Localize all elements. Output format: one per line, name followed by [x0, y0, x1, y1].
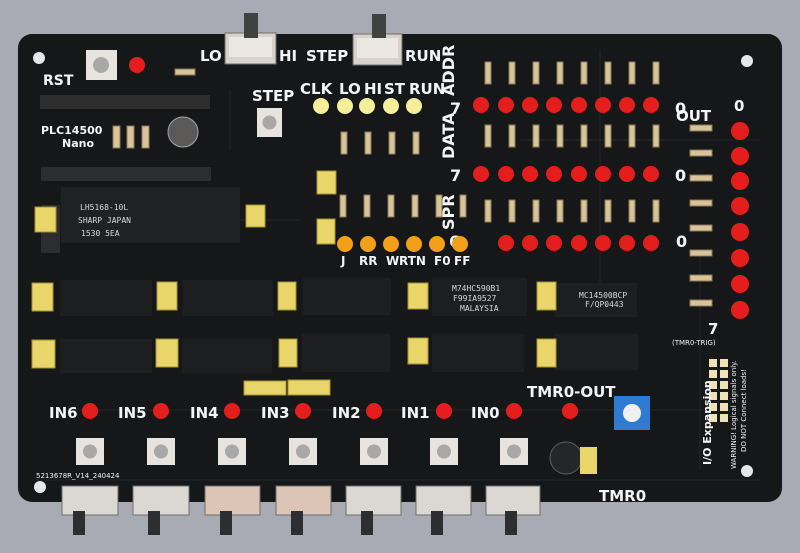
flag-label: RTN [399, 254, 426, 268]
flag-label: J [340, 254, 345, 268]
addr-leds [473, 97, 659, 113]
timer-yellow-cap [580, 447, 597, 474]
status-leds [313, 98, 422, 114]
flag-label: RR [359, 254, 377, 268]
status-label: HI [364, 80, 382, 98]
resistor-rows [112, 61, 713, 307]
flag-labels: J RR W RTN F0 FF [340, 254, 470, 268]
spr-label: SPR [439, 194, 458, 230]
sram-chip-line: SHARP JAPAN [78, 216, 131, 225]
logic-chips [60, 278, 638, 374]
mount-holes [33, 52, 753, 493]
trim-potentiometer[interactable] [614, 396, 650, 430]
switch-run-label: RUN [405, 47, 441, 65]
io-expansion-label: I/O Expansion [701, 380, 714, 465]
tmro-out-label: TMR0-OUT [527, 383, 616, 401]
input-label: IN3 [261, 404, 290, 422]
reset-label: RST [43, 73, 74, 89]
input-label: IN1 [401, 404, 430, 422]
input-label: IN4 [190, 404, 219, 422]
spr-leds [498, 235, 659, 251]
input-label: IN6 [49, 404, 78, 422]
mux-chip-line: MALAYSIA [460, 304, 499, 313]
spr-lsb-label: 0 [676, 232, 687, 251]
sram-chip-line: 1530 5EA [81, 229, 120, 238]
input-leds [82, 403, 522, 419]
flag-label: F0 [434, 254, 451, 268]
yellow-capacitors [31, 170, 557, 396]
addr-msb-label: 7 [450, 99, 461, 118]
mux-chip-line: F99IA9527 [453, 294, 497, 303]
serial-label: 5213678R_V14_240424 [36, 472, 120, 480]
step-button[interactable] [257, 108, 282, 137]
addr-lsb-label: 0 [675, 99, 686, 118]
step-button-label: STEP [252, 87, 294, 105]
status-label: LO [339, 80, 361, 98]
mux-chip-line: M74HC590B1 [452, 284, 500, 293]
out-label: OUT [676, 107, 712, 125]
tmro-led [562, 403, 578, 419]
expansion-header [709, 359, 728, 422]
switch-lo-label: LO [200, 47, 222, 65]
data-label: DATA [439, 112, 458, 159]
run-mode-switch[interactable] [352, 14, 403, 66]
status-label: RUN [409, 80, 445, 98]
tmro-trig-label: (TMR0-TRIG) [672, 339, 716, 347]
mc-chip-line: F/QP0443 [585, 300, 624, 309]
input-label: IN2 [332, 404, 361, 422]
sram-chip-line: LH5168-10L [80, 203, 128, 212]
board-name-line2: Nano [62, 137, 94, 150]
flag-leds [337, 236, 468, 252]
input-label: IN0 [471, 404, 500, 422]
switch-step-label: STEP [306, 47, 348, 65]
timer-capacitor [549, 441, 583, 475]
status-labels: CLK LO HI ST RUN [300, 80, 445, 98]
out-last-label: 7 [708, 320, 718, 338]
input-labels: IN6 IN5 IN4 IN3 IN2 IN1 IN0 [49, 404, 500, 422]
input-pushbuttons[interactable] [76, 438, 528, 465]
data-leds [473, 166, 659, 182]
tmro-label: TMR0 [599, 487, 646, 505]
input-switches[interactable] [61, 485, 541, 535]
sram-chip: LH5168-10L SHARP JAPAN 1530 5EA [61, 187, 240, 243]
warning-line-2: DO NOT Connect loads! [740, 369, 748, 452]
flag-label: W [386, 254, 399, 268]
data-lsb-label: 0 [675, 166, 686, 185]
status-label: ST [384, 80, 406, 98]
mc-chip-line: MC14500BCP [579, 291, 627, 300]
board-name-line1: PLC14500 [41, 124, 103, 137]
out-first-label: 0 [734, 97, 744, 115]
flag-label: FF [454, 254, 470, 268]
pcb-board [18, 34, 782, 502]
warning-line-1: WARNING! Logical signals only. [730, 360, 738, 469]
reset-button[interactable] [86, 50, 117, 80]
addr-label: ADDR [439, 45, 458, 96]
status-label: CLK [300, 80, 334, 98]
out-leds [731, 122, 749, 319]
switch-hi-label: HI [279, 47, 297, 65]
data-msb-label: 7 [450, 166, 461, 185]
electrolytic-capacitor [167, 116, 199, 148]
clock-speed-switch[interactable] [224, 13, 277, 65]
reset-led [129, 57, 145, 73]
input-label: IN5 [118, 404, 147, 422]
